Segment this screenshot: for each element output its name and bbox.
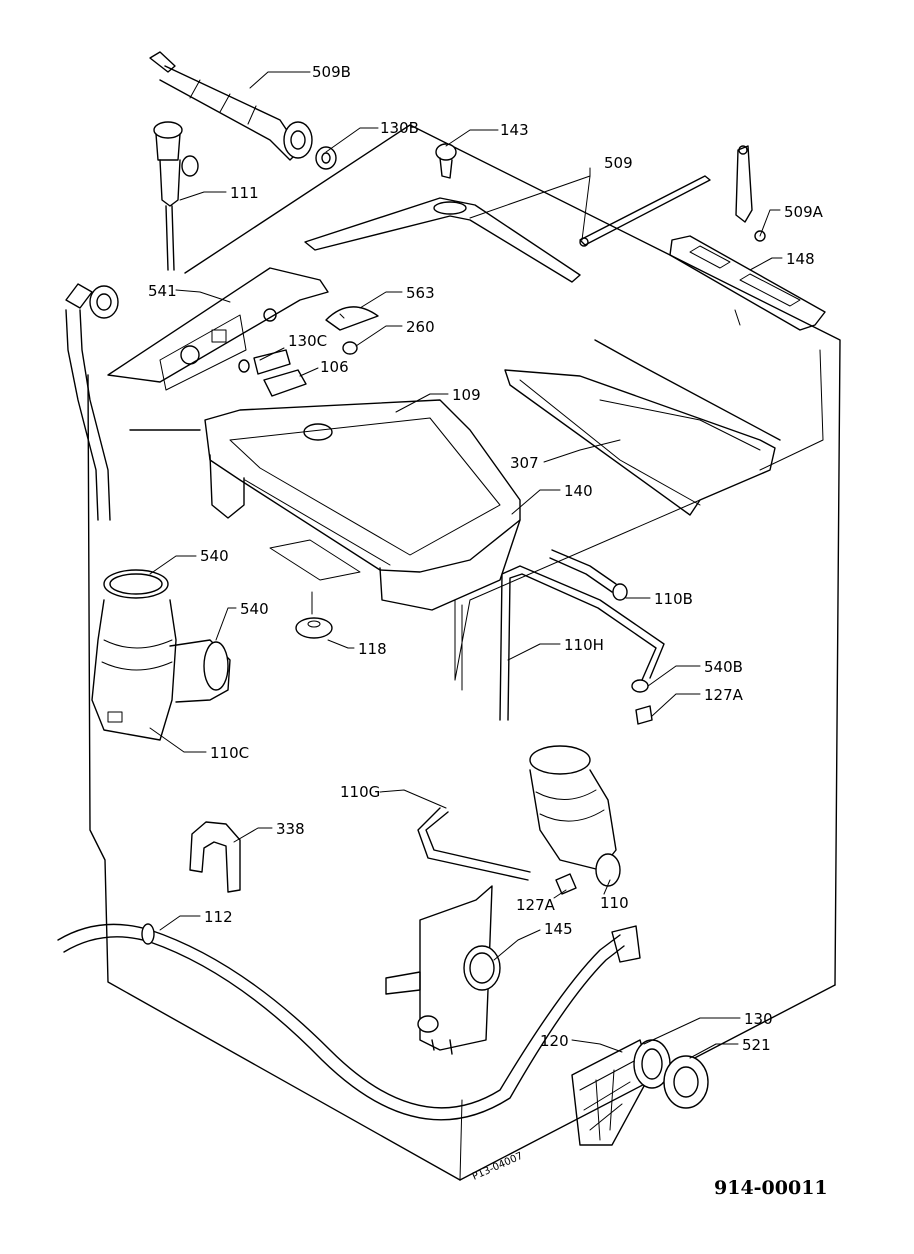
drain-hose-112: [57, 923, 641, 1121]
label-127a-upper: 127A: [704, 686, 744, 704]
label-111: 111: [230, 184, 259, 202]
label-563: 563: [406, 284, 435, 302]
handle-148: [669, 235, 826, 331]
label-118: 118: [358, 640, 387, 658]
label-307: 307: [510, 454, 539, 472]
pipe-110h: [499, 565, 665, 721]
bellows-110: [529, 745, 621, 887]
label-145: 145: [544, 920, 573, 938]
part-labels: 509B 130B 143 509 111 509A 148 541 563 2…: [148, 63, 824, 1054]
bracket-509: [304, 175, 711, 283]
label-110h: 110H: [564, 636, 604, 654]
label-110g: 110G: [340, 783, 380, 801]
label-110: 110: [600, 894, 629, 912]
label-509: 509: [604, 154, 633, 172]
clamp-540b: [631, 679, 649, 693]
cabinet-outline: [87, 124, 841, 1181]
inlet-hose-left: [65, 283, 119, 521]
cap-521: [663, 1055, 709, 1109]
filter-120: [571, 1039, 651, 1146]
bracket-541: [107, 267, 329, 391]
label-110c: 110C: [210, 744, 249, 762]
leader-lines: [149, 71, 783, 1059]
label-521: 521: [742, 1036, 771, 1054]
part-563: [325, 306, 379, 331]
label-509a: 509A: [784, 203, 824, 221]
inlet-hose-509b: [149, 51, 337, 170]
label-127a-lower: 127A: [516, 896, 556, 914]
dispenser-109: [204, 399, 521, 611]
part-106: [263, 369, 307, 397]
label-260: 260: [406, 318, 435, 336]
label-509b: 509B: [312, 63, 351, 81]
pump-145: [385, 885, 501, 1055]
label-540-top: 540: [200, 547, 229, 565]
drawer-307: [504, 339, 781, 516]
connector-127a-lower: [555, 873, 577, 895]
hose-110b: [549, 549, 628, 601]
label-338: 338: [276, 820, 305, 838]
label-120: 120: [540, 1032, 569, 1050]
bellows-110c: [91, 569, 231, 741]
corner-code: P13-04007: [471, 1151, 525, 1183]
drawing-reference: 914-00011: [714, 1177, 828, 1199]
part-130c: [238, 349, 291, 375]
label-109: 109: [452, 386, 481, 404]
label-148: 148: [786, 250, 815, 268]
label-143: 143: [500, 121, 529, 139]
label-130c: 130C: [288, 332, 327, 350]
label-540B: 540B: [704, 658, 743, 676]
clip-338: [189, 821, 241, 893]
label-112: 112: [204, 908, 233, 926]
label-106: 106: [320, 358, 349, 376]
label-110b: 110B: [654, 590, 693, 608]
label-140: 140: [564, 482, 593, 500]
valve-111: [153, 121, 199, 271]
part-260: [342, 341, 358, 355]
hub-118: [295, 591, 333, 639]
lever-509a: [735, 145, 766, 242]
part-143: [435, 143, 457, 179]
connector-127a-upper: [635, 705, 653, 725]
label-130b: 130B: [380, 119, 419, 137]
label-130: 130: [744, 1010, 773, 1028]
label-541: 541: [148, 282, 177, 300]
hose-110g: [417, 807, 531, 881]
label-540-side: 540: [240, 600, 269, 618]
